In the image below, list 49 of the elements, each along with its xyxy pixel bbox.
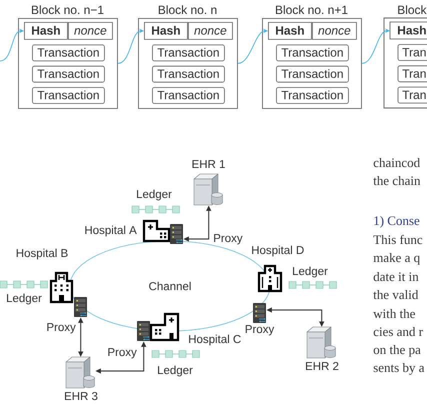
nonce-cell: nonce — [68, 22, 113, 40]
body-text-line: date it in — [374, 272, 419, 282]
body-text-line: make a q — [373, 252, 420, 265]
body-text-line: This func — [373, 234, 422, 244]
transaction-box: Transaction — [276, 44, 349, 62]
hospital-label: Hospital D — [252, 246, 304, 256]
transaction-box: Transaction — [152, 87, 225, 104]
hospital-label: Hospital A — [85, 226, 137, 236]
transaction-box: Tran — [398, 86, 427, 104]
body-text-line: with the — [373, 308, 415, 318]
body-text-line: cies and r — [374, 326, 423, 336]
body-text-line: on the pa — [374, 344, 421, 357]
server-label: EHR 3 — [65, 392, 98, 400]
server-label: Proxy — [246, 325, 274, 336]
server-label: Proxy — [47, 323, 76, 334]
server-label: EHR 1 — [192, 160, 225, 168]
proxy-label: Proxy — [214, 234, 243, 244]
transaction-box: Transaction — [32, 66, 105, 83]
hash-cell: Hash — [144, 22, 188, 40]
transaction-box: Transaction — [276, 87, 349, 104]
block-title: Block no. n−1 — [32, 5, 104, 14]
body-text-line: the chain — [373, 176, 420, 186]
transaction-box: Transaction — [152, 44, 225, 62]
transaction-box: Tran — [398, 44, 427, 61]
nonce-cell: nonce — [188, 22, 233, 40]
transaction-box: Transaction — [32, 87, 105, 104]
ledger-label: Ledger — [293, 266, 328, 278]
server-label: Proxy — [108, 348, 137, 358]
nonce-cell: nonce — [312, 22, 357, 40]
transaction-box: Transaction — [152, 66, 225, 83]
transaction-box: Transaction — [276, 66, 349, 83]
section-heading: 1) Conse — [374, 216, 420, 228]
block-title: Block no. n+1 — [276, 5, 348, 14]
ledger-label: Ledger — [7, 294, 42, 304]
server-label: EHR 2 — [306, 362, 338, 370]
body-text-line: chaincod — [374, 158, 420, 168]
transaction-box: Tran — [398, 65, 427, 82]
body-text-line: sents by a — [374, 362, 424, 375]
hash-cell: Hash — [390, 22, 427, 40]
body-text-line: the valid — [373, 290, 418, 300]
ledger-label: Ledger — [137, 190, 172, 200]
ledger-label: Ledger — [158, 366, 193, 376]
server-icon — [170, 224, 183, 244]
hash-cell: Hash — [24, 22, 68, 40]
transaction-box: Transaction — [32, 44, 105, 62]
hash-cell: Hash — [268, 22, 312, 40]
hospital-label: Hospital C — [189, 334, 241, 346]
block-title: Block no. n — [158, 5, 216, 14]
block-title: Block — [398, 5, 427, 14]
